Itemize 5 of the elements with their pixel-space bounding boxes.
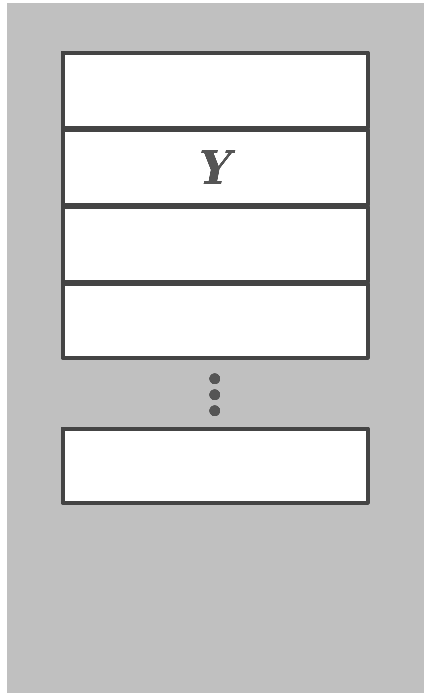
empty-box [61, 282, 370, 360]
empty-box [61, 51, 370, 130]
empty-box [61, 205, 370, 284]
empty-box [61, 427, 370, 505]
labeled-box [61, 128, 370, 207]
